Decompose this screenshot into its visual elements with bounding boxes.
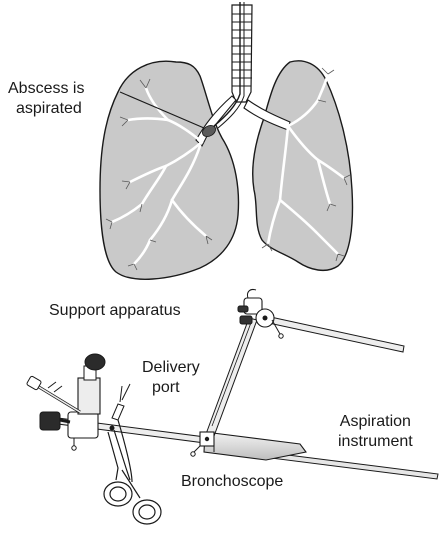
aspiration-label-line2: instrument bbox=[338, 432, 413, 452]
aspiration-rod bbox=[263, 452, 438, 479]
trachea bbox=[232, 5, 252, 102]
delivery-port-leader bbox=[122, 384, 130, 400]
aspiration-label-line1: Aspiration bbox=[338, 412, 413, 432]
right-lung bbox=[100, 61, 238, 279]
delivery-port-label-line2: port bbox=[142, 378, 200, 398]
bronchoscope-label: Bronchoscope bbox=[181, 472, 283, 492]
support-upper-arm bbox=[264, 316, 404, 352]
support-arm bbox=[206, 318, 257, 436]
abscess-label: Abscess is aspirated bbox=[8, 79, 84, 119]
delivery-port-label-line1: Delivery bbox=[142, 358, 200, 378]
abscess-label-line1: Abscess is bbox=[8, 79, 84, 99]
aspiration-instrument-label: Aspiration instrument bbox=[338, 412, 413, 452]
delivery-port-label: Delivery port bbox=[142, 358, 200, 398]
support-apparatus-label: Support apparatus bbox=[49, 301, 181, 321]
abscess-label-line2: aspirated bbox=[8, 99, 84, 119]
lungs bbox=[100, 2, 352, 279]
